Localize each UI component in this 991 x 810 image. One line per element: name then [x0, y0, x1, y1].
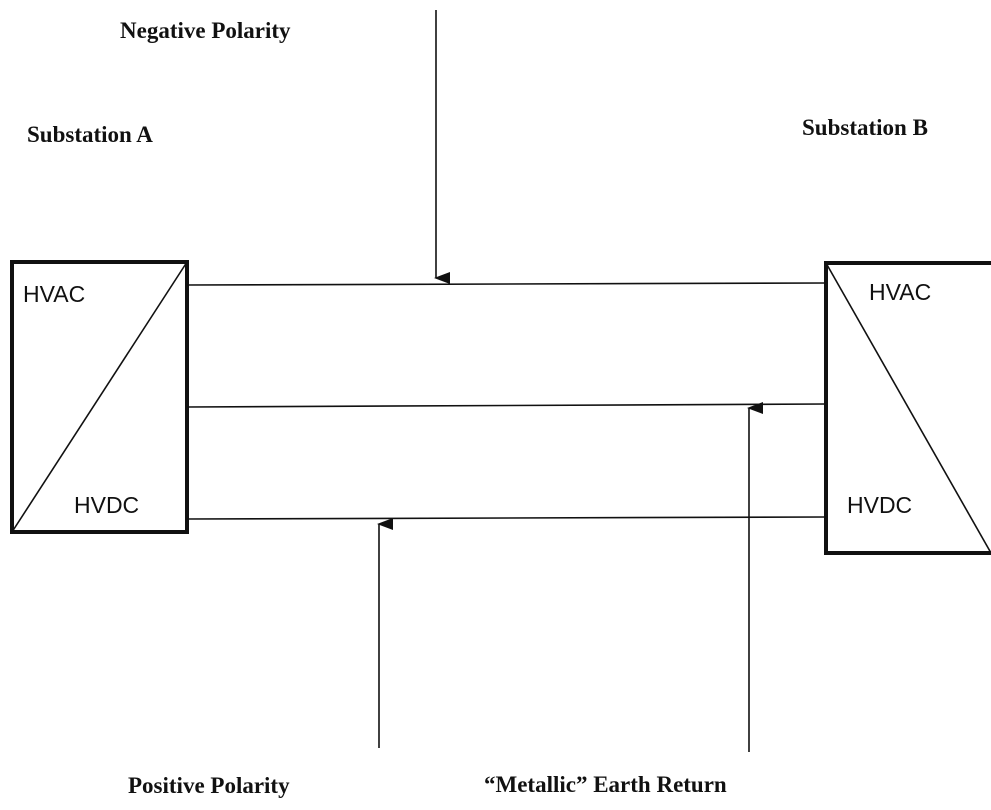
substation-a-hvac-label: HVAC [23, 281, 85, 307]
substation-b-label: Substation B [802, 115, 928, 140]
metallic-earth-return-conductor [186, 403, 827, 408]
metallic-earth-return-label: “Metallic” Earth Return [484, 772, 727, 797]
substation-a-label: Substation A [27, 122, 153, 147]
substation-a-diagonal [11, 261, 188, 533]
negative-polarity-conductor [186, 282, 827, 286]
negative-polarity-label: Negative Polarity [120, 18, 291, 43]
substation-b-converter: HVAC HVDC [824, 261, 991, 555]
positive-polarity-conductor [186, 516, 827, 520]
positive-polarity-label: Positive Polarity [128, 773, 290, 798]
substation-b-hvdc-label: HVDC [847, 492, 912, 518]
substation-b-hvac-label: HVAC [869, 279, 931, 305]
substation-a-converter: HVAC HVDC [10, 260, 189, 534]
substation-b-diagonal [825, 262, 991, 554]
substation-a-hvdc-label: HVDC [74, 492, 139, 518]
